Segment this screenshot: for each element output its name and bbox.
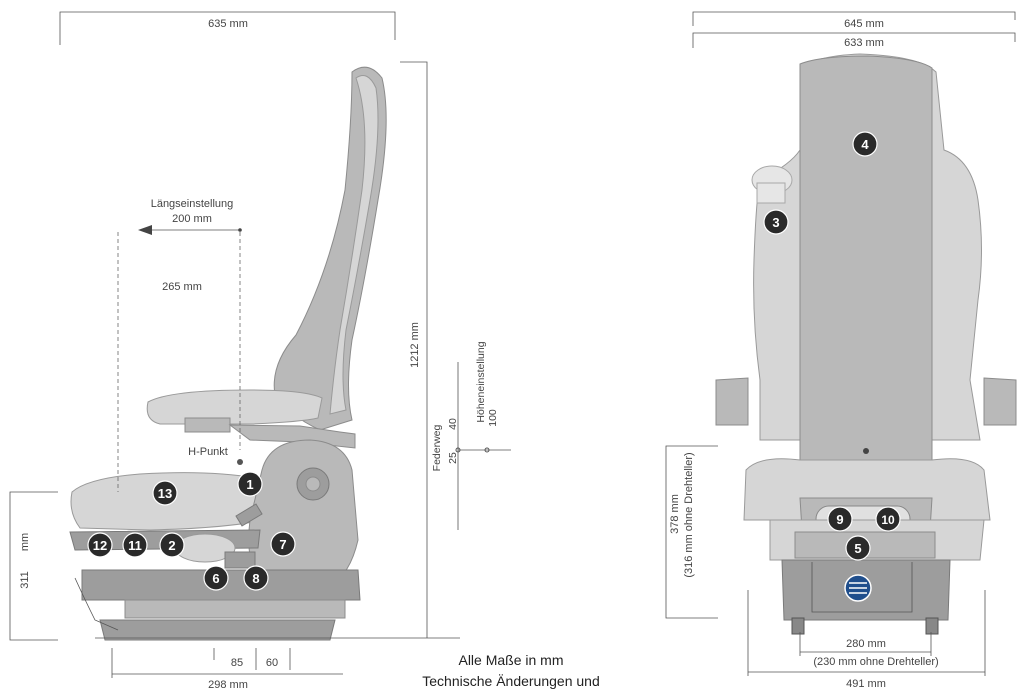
svg-text:4: 4	[861, 137, 869, 152]
armrest-front-left	[715, 377, 749, 426]
badge-11: 11	[122, 532, 148, 558]
badge-5: 5	[845, 535, 871, 561]
badge-12: 12	[87, 532, 113, 558]
dim-316-label: (316 mm ohne Drehteller)	[683, 452, 695, 577]
height-adjust-label: Höheneinstellung	[475, 341, 487, 422]
dim-60-label: 60	[266, 657, 278, 669]
svg-text:12: 12	[93, 538, 107, 553]
dim-378: 378 mm (316 mm ohne Drehteller)	[665, 445, 718, 619]
arrow-left-icon	[138, 225, 152, 235]
dim-1212: 1212 mm	[400, 61, 428, 638]
note-line-2: Technische Änderungen und	[422, 673, 599, 689]
dim-85-label: 85	[231, 657, 243, 669]
dim-bottom-front: 280 mm (230 mm ohne Drehteller) 491 mm	[747, 590, 986, 690]
h-point-marker	[237, 459, 243, 465]
dim-311-unit: mm	[19, 533, 31, 551]
badge-6: 6	[203, 565, 229, 591]
mechanism-housing	[248, 439, 359, 586]
svg-text:7: 7	[279, 537, 286, 552]
length-adjust-label: Längseinstellung	[151, 198, 234, 210]
svg-text:11: 11	[128, 538, 142, 553]
badge-2: 2	[159, 532, 185, 558]
dim-635: 635 mm	[59, 11, 396, 45]
badge-13: 13	[152, 480, 178, 506]
svg-text:2: 2	[168, 538, 175, 553]
badge-4: 4	[852, 131, 878, 157]
svg-text:6: 6	[212, 571, 219, 586]
badge-1: 1	[237, 471, 263, 497]
dim-311-value: 311	[19, 571, 31, 589]
dim-265-label: 265 mm	[162, 281, 202, 293]
dim-491-label: 491 mm	[846, 678, 886, 690]
dim-230-label: (230 mm ohne Drehteller)	[813, 656, 938, 668]
front-view: 645 mm 633 mm	[665, 11, 1017, 690]
swivel-plate-icon	[844, 574, 872, 602]
notes: Alle Maße in mm Technische Änderungen un…	[422, 652, 599, 689]
dim-298-label: 298 mm	[208, 679, 248, 690]
dim-645-label: 645 mm	[844, 18, 884, 30]
h-point-label: H-Punkt	[188, 446, 228, 458]
dim-645: 645 mm	[692, 11, 1016, 30]
svg-text:5: 5	[854, 541, 861, 556]
badge-3: 3	[763, 209, 789, 235]
badge-8: 8	[243, 565, 269, 591]
armrest-side	[146, 389, 323, 425]
svg-text:3: 3	[772, 215, 779, 230]
dim-633-label: 633 mm	[844, 37, 884, 49]
spring-label: Federweg	[431, 425, 443, 472]
dim-1212-label: 1212 mm	[409, 322, 421, 368]
length-adjust-value: 200 mm	[172, 213, 212, 225]
svg-text:9: 9	[836, 512, 843, 527]
svg-text:8: 8	[252, 571, 259, 586]
dim-635-label: 635 mm	[208, 18, 248, 30]
note-line-1: Alle Maße in mm	[458, 652, 563, 668]
svg-text:13: 13	[158, 486, 172, 501]
badge-7: 7	[270, 531, 296, 557]
length-adjust: Längseinstellung 200 mm	[138, 198, 242, 235]
dim-311: 311 mm	[9, 491, 58, 641]
height-spring-dims: Federweg 25 40 Höheneinstellung 100	[431, 341, 511, 530]
height-adjust-value: 100	[487, 409, 499, 427]
armrest-front-right	[983, 377, 1017, 426]
dim-280-label: 280 mm	[846, 638, 886, 650]
badge-10: 10	[875, 506, 901, 532]
height-adjust-40: 40	[447, 418, 459, 430]
dim-bottom-side: 298 mm 85 60	[95, 637, 460, 690]
badge-9: 9	[827, 506, 853, 532]
svg-text:10: 10	[881, 513, 895, 527]
dim-633: 633 mm	[692, 32, 1016, 49]
spring-25: 25	[447, 452, 459, 464]
side-view: 635 mm 1212 mm Längseinstell	[9, 11, 511, 690]
backrest-side	[273, 66, 387, 431]
svg-text:1: 1	[246, 477, 253, 492]
backrest-front-center	[799, 55, 933, 501]
dim-378-label: 378 mm	[669, 494, 681, 534]
